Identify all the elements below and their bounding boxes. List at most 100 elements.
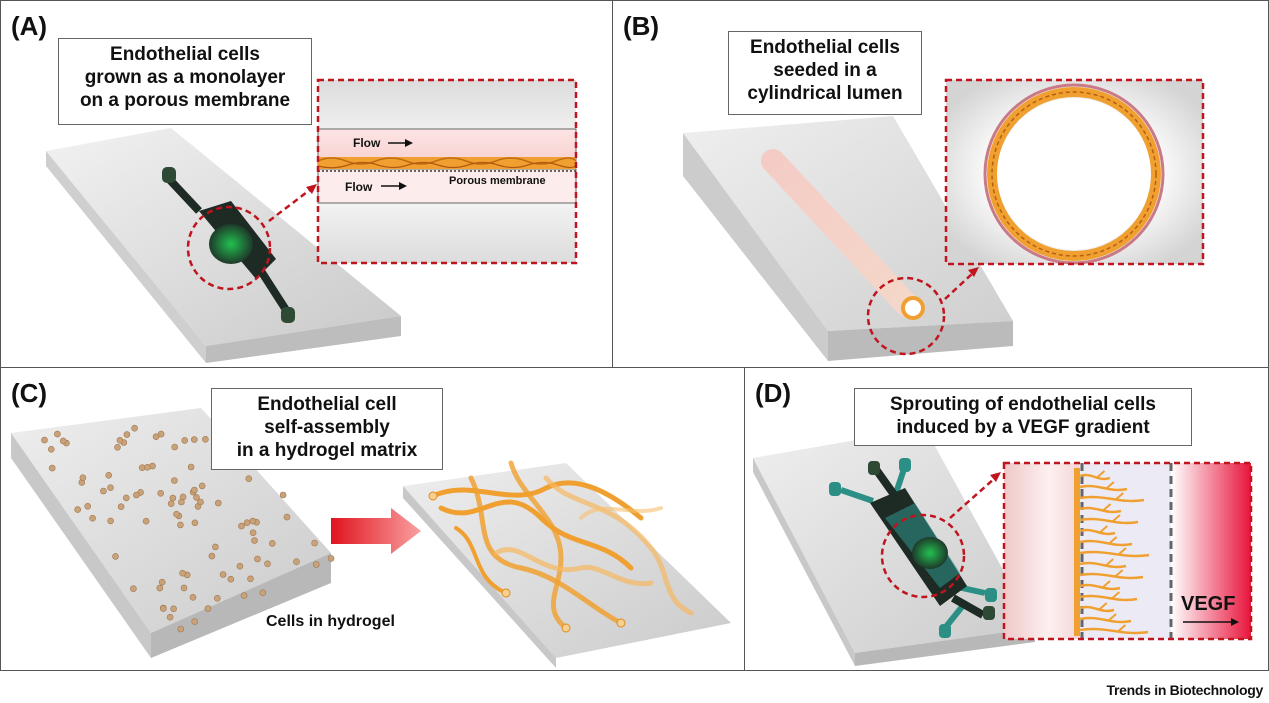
sprout [1079, 506, 1122, 514]
hydrogel-cell [123, 494, 130, 502]
sprout-branch [1117, 547, 1127, 556]
hydrogel-cell [212, 543, 219, 551]
hydrogel-cell [84, 503, 91, 510]
hydrogel-cell [181, 437, 188, 444]
zoom-circle-a [186, 205, 272, 291]
hydrogel-cell [251, 537, 258, 544]
panel-d: VEGF (D) Sprouting of endothelial cells … [744, 367, 1269, 671]
sprout [1079, 594, 1138, 602]
sprout [1079, 550, 1150, 558]
hydrogel-cell [158, 578, 166, 586]
title-b-line-2: seeded in a [773, 60, 877, 81]
hydrogel-cell [123, 431, 131, 438]
flow-label-top: Flow [353, 136, 381, 150]
sprout [1079, 528, 1116, 536]
hydrogel-cell [177, 625, 185, 633]
hydrogel-cell [74, 506, 81, 513]
hydrogel-cell [279, 491, 287, 499]
sprout-branch [1116, 624, 1127, 633]
flow-label-bottom: Flow [345, 180, 373, 194]
transition-arrow [331, 508, 421, 554]
sprout [1079, 473, 1111, 481]
title-box-c: Endothelial cell self-assembly in a hydr… [211, 388, 443, 470]
hydrogel-cell [144, 464, 151, 471]
panel-label-c: (C) [11, 378, 48, 408]
hydrogel-cell [131, 424, 138, 432]
panel-a-illustration: Flow Flow Porous membrane [46, 78, 578, 363]
hydrogel-cell [191, 486, 198, 494]
sprout-branch [1107, 536, 1118, 545]
hydrogel-cell [79, 474, 87, 481]
hydrogel-cell [152, 433, 160, 440]
hydrogel-cell [177, 521, 184, 529]
hydrogel-cell [107, 484, 114, 491]
sprout-branch [1111, 514, 1121, 523]
hydrogel-cell [156, 584, 164, 592]
hydrogel-cell [116, 437, 124, 444]
title-c-line-3: in a hydrogel matrix [236, 440, 418, 461]
hydrogel-cell [191, 436, 198, 443]
hydrogel-cell [204, 605, 212, 612]
endothelial-monolayer [317, 157, 577, 169]
sprout-branch [1110, 591, 1121, 600]
panel-c: Cells in hydrogel (C) Endothelial cell s… [0, 367, 745, 671]
hydrogel-cell [47, 446, 55, 453]
zoom-circle-b [866, 276, 946, 356]
hydrogel-cell [264, 560, 271, 568]
hydrogel-cell [311, 539, 318, 547]
hydrogel-cell [167, 500, 175, 507]
lumen-channel [761, 149, 925, 320]
hydrogel-cell [268, 540, 276, 547]
sprout-branch [1095, 470, 1106, 479]
title-c-line-2: self-assembly [264, 417, 390, 438]
vascular-network [428, 460, 694, 633]
sprout [1079, 616, 1132, 624]
hydrogel-cell [214, 595, 221, 602]
sprout-branch [1113, 569, 1124, 578]
sprout-branch [1101, 503, 1112, 512]
hydrogel-cell [191, 519, 199, 527]
hydrogel-cell [191, 618, 198, 625]
sprout [1079, 495, 1145, 503]
hydrogel-cell [89, 514, 96, 522]
hydrogel-cell [112, 553, 119, 560]
sprout-branch [1114, 492, 1124, 501]
inlet-port [162, 167, 176, 183]
zoom-circle-d [880, 513, 966, 599]
lumen-cross-section [983, 83, 1165, 265]
hydrogel-cell [293, 558, 300, 565]
sprout [1079, 517, 1139, 525]
hydrogel-cell [173, 510, 180, 518]
title-d-line-1: Sprouting of endothelial cells [889, 394, 1157, 415]
hydrogel-cell [178, 498, 185, 506]
hydrogel-cell [142, 517, 150, 525]
hydrogel-cell [254, 555, 261, 563]
sprout [1079, 583, 1121, 591]
sprout-branch [1107, 613, 1117, 622]
cell-culture-region [209, 224, 253, 264]
hydrogel-cell [171, 477, 178, 484]
title-box-d: Sprouting of endothelial cells induced b… [854, 388, 1192, 446]
hydrogel-cell [193, 494, 200, 501]
panel-d-illustration: VEGF [753, 428, 1253, 666]
hydrogel-cell [179, 569, 186, 577]
title-b-line-3: cylindrical lumen [747, 83, 903, 104]
title-box-b: Endothelial cells seeded in a cylindrica… [728, 31, 922, 115]
hydrogel-cell [169, 494, 177, 502]
chip-c-right [403, 463, 731, 658]
sprout [1079, 605, 1115, 613]
hydrogel-cell [198, 482, 206, 490]
hydrogel-cell [238, 522, 245, 530]
hydrogel-cell [197, 498, 204, 506]
title-a-line-1: Endothelial cells [110, 44, 260, 65]
hydrogel-cell [166, 613, 174, 621]
hydrogel-cell [312, 561, 320, 568]
hydrogel-cell [243, 519, 251, 526]
hydrogel-cell [48, 464, 56, 472]
outlet-port [281, 307, 295, 323]
hydrogel-cell [105, 472, 112, 479]
sprout [1079, 484, 1128, 492]
hydrogel-cell [130, 585, 137, 592]
title-a-line-3: on a porous membrane [79, 90, 291, 111]
hydrogel-cell [133, 491, 140, 499]
